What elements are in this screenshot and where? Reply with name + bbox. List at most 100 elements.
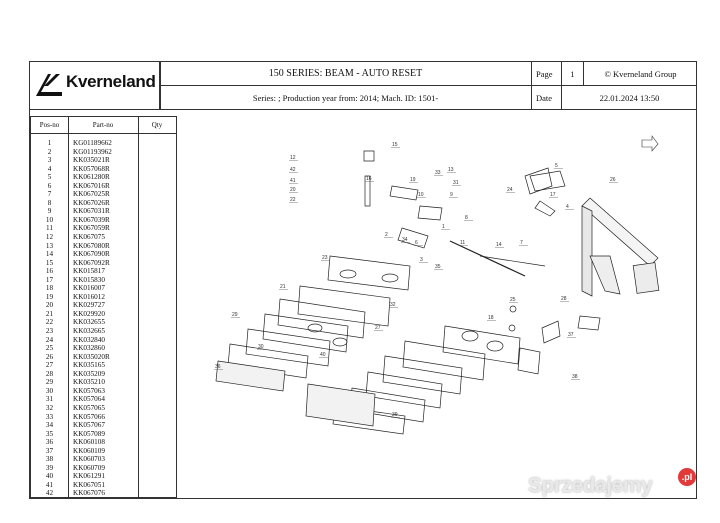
pos-no: 23 [45,327,54,336]
callout-label: 42 [290,167,296,173]
date-label: Date [532,86,562,109]
part-no: KK032860 [73,344,105,353]
pos-no: 30 [45,386,54,395]
part-no: KK067031R [73,207,110,216]
pos-no: 17 [45,275,54,284]
callout-label: 11 [460,240,465,246]
table-row: 12 KK067075 [31,233,176,242]
pos-no: 32 [45,403,54,412]
part-no: KK016012 [73,292,105,301]
callout-label: 15 [392,142,398,148]
callout-label: 3 [420,257,423,263]
pos-no: 37 [45,446,54,455]
callout-label: 26 [610,177,616,183]
part-no: KK060108 [73,438,105,447]
pos-no: 3 [47,156,52,165]
callout-label: 21 [280,284,286,290]
table-row: 36 KK060108 [31,438,176,447]
callout-label: 41 [290,178,296,184]
part-no: KK067075 [73,233,105,242]
callout-label: 20 [290,187,296,193]
part-no: KK035210 [73,378,105,387]
watermark: Sprzedajemy .pl [528,466,698,506]
pos-no: 34 [45,421,54,430]
callout-label: 38 [572,374,578,380]
callout-label: 17 [550,192,556,198]
pos-no: 14 [45,250,54,259]
callout-label: 27 [375,325,381,331]
brand-logo: Kverneland [30,62,160,109]
part-no: KK060109 [73,446,105,455]
pos-no: 35 [45,429,54,438]
part-no: KK057089 [73,429,105,438]
callout-label: 22 [290,197,296,203]
pos-no: 12 [45,233,54,242]
part-no: KK067039R [73,215,110,224]
pos-no: 7 [47,190,52,199]
page-number: 1 [562,62,584,85]
callout-label: 23 [322,255,328,261]
part-no: KK057064 [73,395,105,404]
pos-no: 29 [45,378,54,387]
pos-no: 24 [45,335,54,344]
callout-label: 4 [566,204,569,210]
callout-label: 2 [385,232,388,238]
callout-label: 10 [418,192,424,198]
table-row: 29 KK035210 [31,378,176,387]
callout-label: 5 [555,163,558,169]
pos-no: 25 [45,344,54,353]
table-row: 42 KK067076 [31,489,176,498]
callout-label: 40 [320,352,326,358]
watermark-badge: .pl [678,468,696,486]
callout-label: 34 [402,237,408,243]
pos-no: 22 [45,318,54,327]
pos-no: 40 [45,472,54,481]
part-no: KK057063 [73,386,105,395]
col-header-pos: Pos-no [31,117,68,134]
part-no: KK067059R [73,224,110,233]
callout-label: 12 [290,155,296,161]
table-row: 15 KK067092R [31,259,176,268]
pos-no: 11 [46,224,53,233]
pos-no: 15 [45,258,54,267]
kverneland-mark-icon [36,74,62,96]
callout-label: 19 [410,177,416,183]
part-no: KK067092R [73,258,110,267]
pos-no: 36 [45,438,54,447]
part-no: KG01189662 [73,139,112,147]
pos-no: 6 [47,181,52,190]
pos-no: 8 [47,198,52,207]
date-value: 22.01.2024 13:50 [599,92,660,103]
pos-no: 2 [47,147,52,156]
callout-label: 1 [442,224,445,230]
col-divider [138,117,139,497]
pos-no: 42 [45,489,54,498]
part-no: KK057068R [73,164,110,173]
part-no: KK035165 [73,361,105,370]
part-no: KK067051 [73,480,105,489]
pos-no: 20 [45,301,54,310]
part-no: KK067076 [73,489,105,498]
callout-label: 6 [415,240,418,246]
